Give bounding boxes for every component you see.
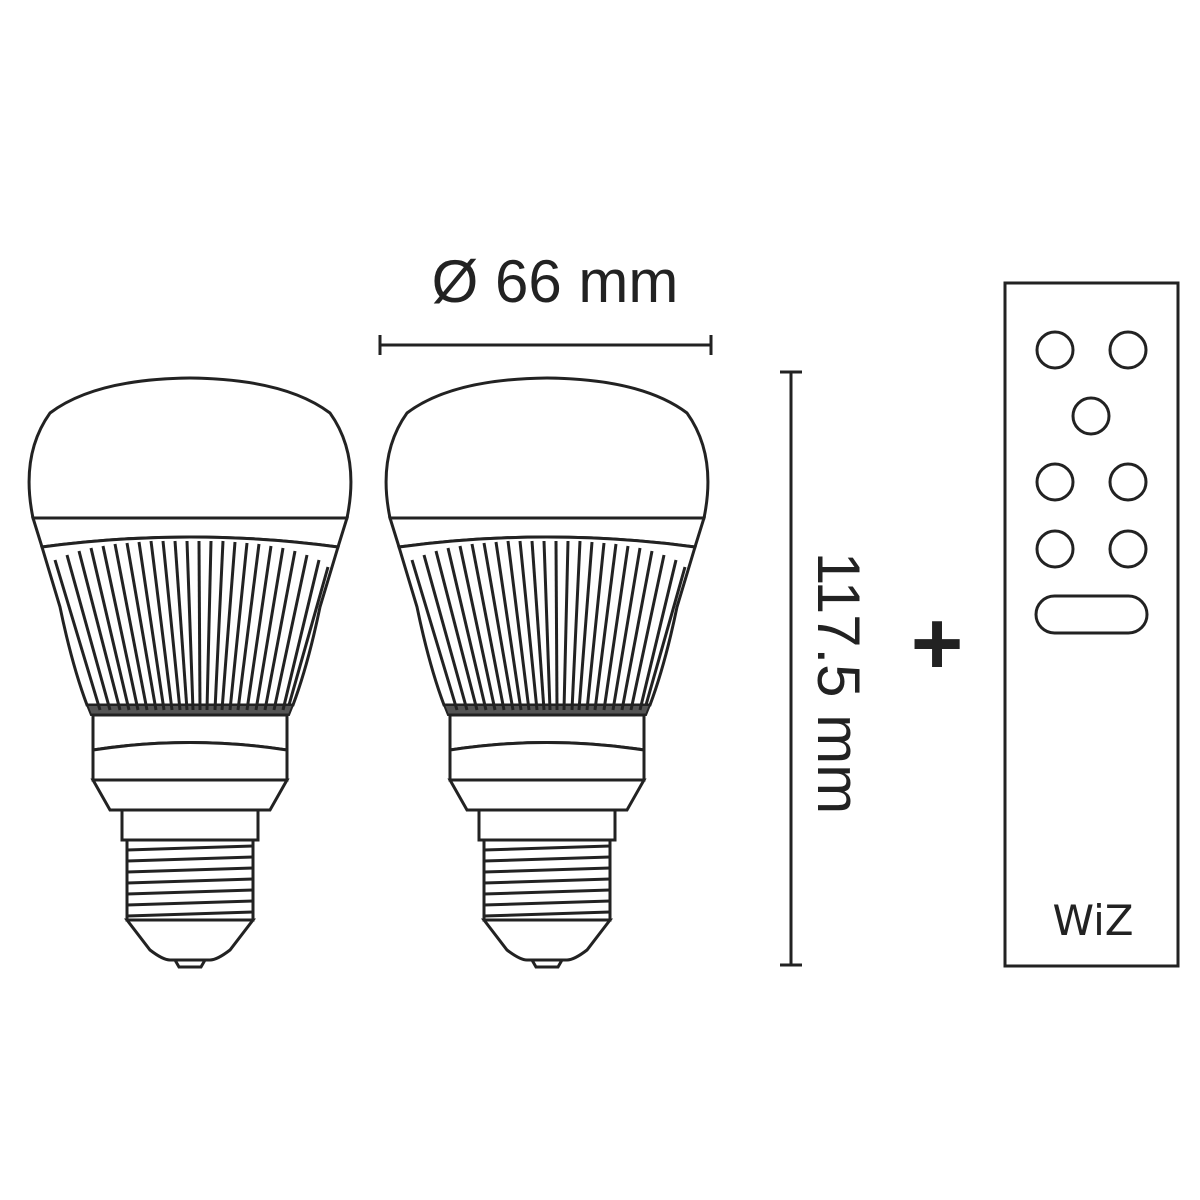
remote-brand-logo: WiZ bbox=[1052, 896, 1133, 945]
diameter-label: Ø 66 mm bbox=[432, 248, 679, 315]
remote-button bbox=[1035, 529, 1075, 569]
remote-button bbox=[1035, 330, 1075, 370]
remote-control: WiZ bbox=[1003, 281, 1180, 968]
remote-wide-button bbox=[1034, 594, 1149, 635]
height-label: 117.5 mm bbox=[805, 552, 872, 814]
height-dimension-line bbox=[780, 370, 802, 967]
diameter-dimension-line bbox=[378, 335, 713, 355]
plus-sign: + bbox=[911, 594, 964, 694]
remote-button bbox=[1108, 529, 1148, 569]
remote-button bbox=[1071, 396, 1111, 436]
bulb-right bbox=[384, 376, 710, 969]
bulb-left bbox=[27, 376, 353, 969]
remote-button bbox=[1108, 330, 1148, 370]
remote-button bbox=[1035, 462, 1075, 502]
remote-button bbox=[1108, 462, 1148, 502]
